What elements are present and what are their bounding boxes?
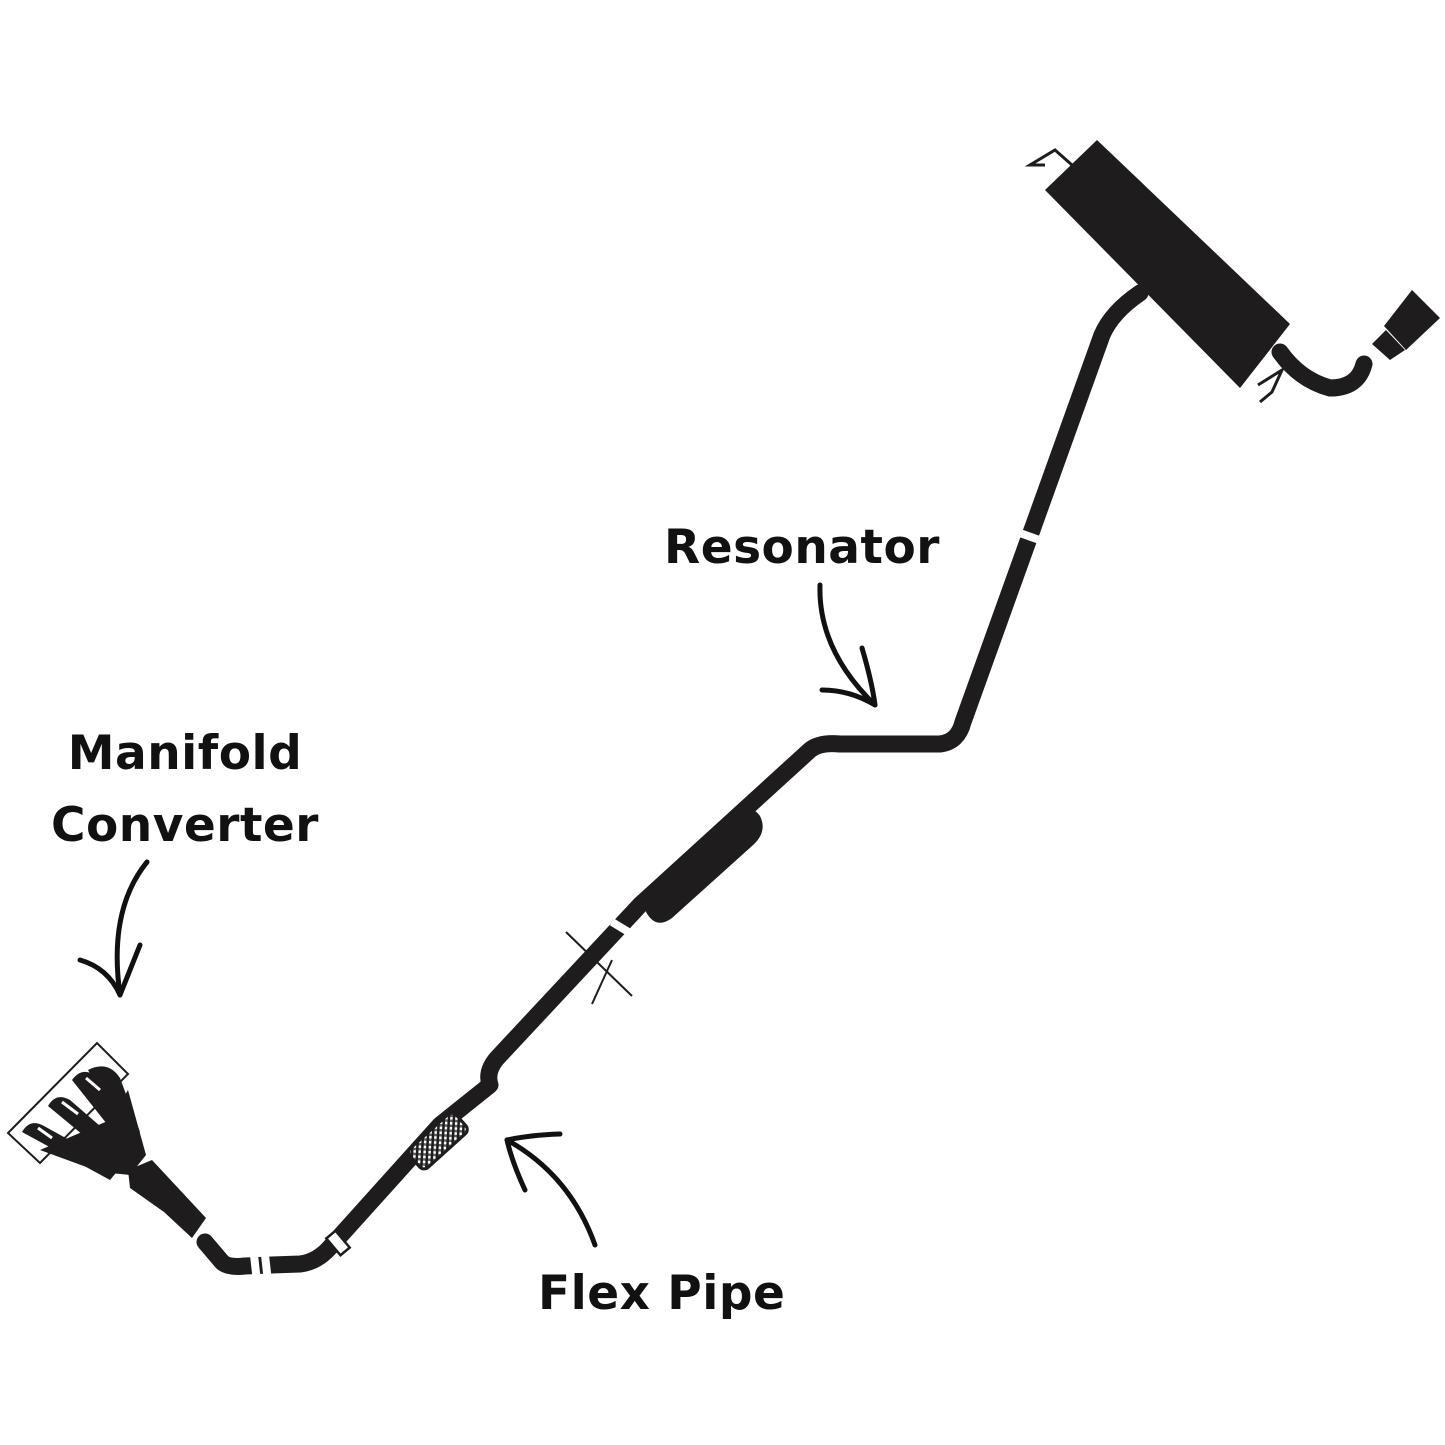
muffler <box>1024 140 1290 404</box>
resonator-label-text: Resonator <box>664 520 940 575</box>
flex-pipe-arrow <box>504 1137 598 1248</box>
tailpipe-tip <box>1372 290 1440 360</box>
pipe-breaks <box>249 528 1047 1283</box>
exhaust-pipe <box>196 284 1373 1275</box>
resonator-label: Resonator <box>664 512 940 584</box>
manifold-arrow <box>114 859 150 998</box>
manifold-converter <box>6 1041 206 1238</box>
flex-pipe-mesh <box>407 1111 469 1171</box>
pipe-clamp <box>324 1228 352 1258</box>
mid-pipe-body <box>646 807 763 923</box>
flex-pipe-label: Flex Pipe <box>538 1258 785 1330</box>
annotation-arrows <box>77 582 878 1248</box>
manifold-label-line2: Converter <box>51 798 319 853</box>
resonator-arrow <box>817 582 878 708</box>
manifold-converter-label: Manifold Converter <box>50 718 320 862</box>
hanger-lines <box>565 931 633 1005</box>
manifold-label-line1: Manifold <box>67 726 303 781</box>
flex-pipe-label-text: Flex Pipe <box>538 1266 786 1321</box>
